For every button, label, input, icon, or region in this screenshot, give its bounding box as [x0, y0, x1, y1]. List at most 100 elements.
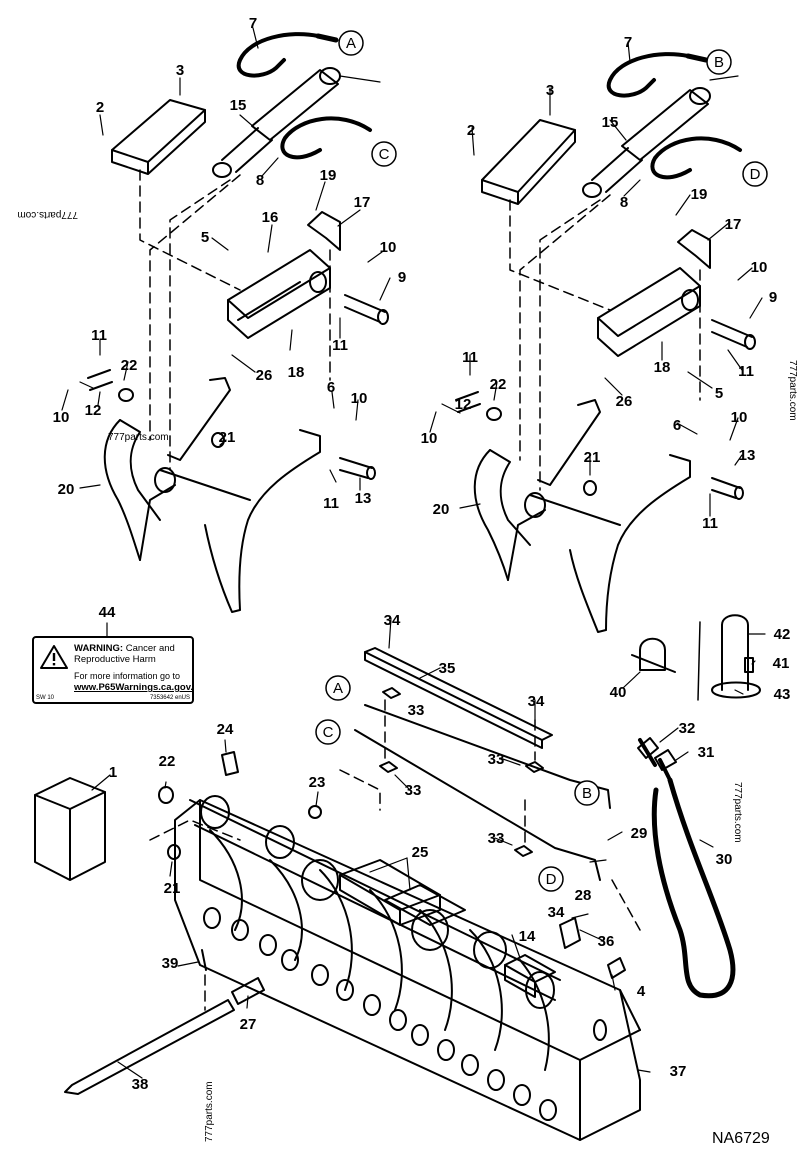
callout-17: 17	[354, 194, 371, 211]
callout-18: 18	[654, 359, 671, 376]
fitting-31	[654, 749, 677, 771]
callout-9: 9	[769, 289, 777, 306]
callout-21: 21	[219, 429, 236, 446]
connector-c-upper: C	[379, 146, 390, 163]
callout-34: 34	[548, 904, 565, 921]
bushing-24	[221, 751, 239, 776]
callout-12: 12	[455, 396, 472, 413]
cylinder-15-left	[212, 67, 341, 178]
callout-36: 36	[598, 933, 615, 950]
warning-decal-44: WARNING: Cancer and Reproductive Harm Fo…	[32, 636, 194, 704]
callout-22: 22	[159, 753, 176, 770]
callout-44: 44	[99, 604, 116, 621]
callout-30: 30	[716, 851, 733, 868]
plates-33	[379, 687, 544, 857]
callout-37: 37	[670, 1063, 687, 1080]
callout-18: 18	[288, 364, 305, 381]
connector-b-upper: B	[714, 54, 724, 71]
warning-code-left: SW 10	[36, 695, 55, 701]
valve-block-25	[339, 859, 466, 926]
callout-26: 26	[256, 367, 273, 384]
grapple-20-right	[473, 399, 691, 633]
callout-20: 20	[433, 501, 450, 518]
connector-a-upper: A	[346, 35, 356, 52]
callout-10: 10	[421, 430, 438, 447]
tube-28	[354, 729, 601, 881]
pin-12-right	[455, 391, 481, 413]
shield-3-left	[111, 99, 206, 175]
callout-11: 11	[738, 363, 754, 380]
fitting-32	[637, 737, 659, 759]
callout-22: 22	[490, 376, 507, 393]
callout-5: 5	[715, 385, 723, 402]
callout-32: 32	[679, 720, 696, 737]
bushing-21	[167, 844, 181, 860]
callout-10: 10	[751, 259, 768, 276]
rail-35	[364, 647, 553, 749]
callout-15: 15	[602, 114, 619, 131]
connector-a-lower: A	[333, 680, 343, 697]
callout-3: 3	[546, 82, 554, 99]
callout-10: 10	[380, 239, 397, 256]
hose-7-right	[606, 52, 709, 98]
callout-35: 35	[439, 660, 456, 677]
clip-41-43	[711, 614, 761, 699]
warning-info-line: For more information go to	[74, 671, 181, 681]
watermark-text: 777parts.com	[108, 432, 169, 443]
callout-19: 19	[320, 167, 337, 184]
connector-b-lower: B	[582, 785, 592, 802]
callout-29: 29	[631, 825, 648, 842]
callout-17: 17	[725, 216, 742, 233]
warning-footer: SW 10 7353642 enUS	[36, 695, 190, 701]
callout-6: 6	[327, 379, 335, 396]
callout-24: 24	[217, 721, 234, 738]
callout-8: 8	[256, 172, 264, 189]
callout-43: 43	[774, 686, 791, 703]
callout-4: 4	[637, 983, 646, 1000]
pin-13-left	[339, 457, 373, 479]
warning-title: WARNING:	[74, 643, 124, 654]
callout-11: 11	[91, 327, 107, 344]
frame-37	[174, 799, 641, 1141]
callout-25: 25	[412, 844, 429, 861]
pin-13-right	[711, 477, 741, 499]
callout-11: 11	[332, 337, 348, 354]
callout-14: 14	[519, 928, 536, 945]
callout-13: 13	[355, 490, 372, 507]
tine-38	[64, 999, 235, 1095]
callout-33: 33	[405, 782, 422, 799]
watermark-text: 777parts.com	[204, 1081, 215, 1142]
callout-40: 40	[610, 684, 627, 701]
hose-8-right	[650, 136, 742, 180]
fitting-4	[607, 957, 626, 979]
callout-33: 33	[488, 751, 505, 768]
warning-icon	[40, 645, 68, 669]
connector-d-upper: D	[750, 166, 761, 183]
callout-11: 11	[323, 495, 339, 512]
pin-9-right	[711, 319, 756, 350]
callout-16: 16	[262, 209, 279, 226]
callout-21: 21	[584, 449, 601, 466]
callout-42: 42	[774, 626, 791, 643]
callout-10: 10	[53, 409, 70, 426]
shield-3-right	[481, 119, 576, 205]
callout-22: 22	[121, 357, 138, 374]
callout-3: 3	[176, 62, 184, 79]
frame-16-left	[227, 249, 331, 339]
callout-15: 15	[230, 97, 247, 114]
callout-7: 7	[624, 34, 632, 51]
callout-12: 12	[85, 402, 102, 419]
sleeve-27	[231, 977, 265, 1005]
callout-10: 10	[731, 409, 748, 426]
connector-c-lower: C	[323, 724, 334, 741]
frame-16-right	[597, 267, 701, 357]
callout-31: 31	[698, 744, 715, 761]
callout-21: 21	[164, 880, 181, 897]
callout-19: 19	[691, 186, 708, 203]
callout-34: 34	[528, 693, 545, 710]
pin-12-left	[87, 369, 113, 391]
cylinder-15-right	[582, 87, 711, 198]
bracket-36	[559, 917, 581, 949]
grapple-shaft	[189, 795, 561, 1009]
